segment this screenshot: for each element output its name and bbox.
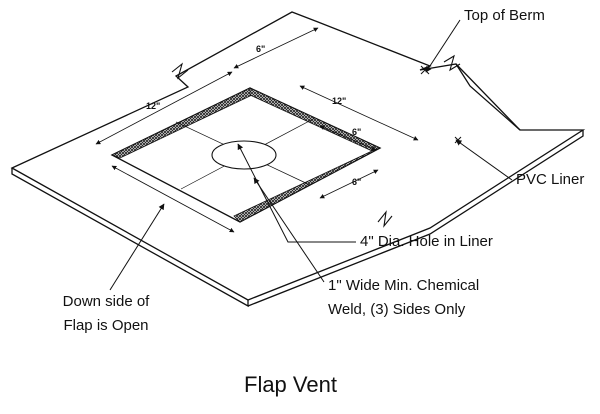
dim-top	[233, 27, 319, 69]
label-weld-line2: Weld, (3) Sides Only	[328, 301, 466, 318]
leader-pvc-liner	[455, 139, 513, 181]
dim-text-bottom: 6"	[352, 177, 362, 187]
dim-text-top: 6"	[256, 44, 266, 54]
berm-edge	[455, 63, 521, 131]
label-hole: 4" Dia. Hole in Liner	[360, 233, 493, 250]
label-down-line1: Down side of	[62, 293, 150, 310]
x-mark-berm	[420, 65, 430, 75]
liner-thickness-right	[247, 130, 584, 307]
dimension-lines	[95, 27, 419, 233]
break-mark-bottom	[377, 210, 393, 228]
dim-text-right-half: 6"	[352, 127, 362, 137]
liner-thickness-left	[11, 168, 249, 308]
dim-text-right: 12"	[332, 96, 347, 106]
label-pvc-liner: PVC Liner	[516, 171, 585, 188]
label-top-of-berm: Top of Berm	[464, 7, 545, 24]
x-mark-liner	[454, 136, 462, 144]
label-weld-line1: 1" Wide Min. Chemical	[328, 277, 480, 294]
leader-lines	[109, 19, 513, 291]
x-marks	[420, 65, 462, 144]
dim-right-half	[319, 125, 377, 151]
leader-hole	[237, 143, 356, 243]
break-mark-right	[443, 54, 461, 72]
dim-left	[95, 71, 233, 145]
leader-weld	[253, 177, 325, 283]
dim-right	[299, 85, 419, 141]
leader-top-of-berm	[425, 19, 461, 73]
label-down-line2: Flap is Open	[63, 317, 149, 334]
dim-front	[111, 165, 235, 233]
dim-text-left: 12"	[146, 101, 161, 111]
diagram-title: Flap Vent	[244, 372, 337, 397]
dim-bottom	[319, 169, 379, 199]
leader-down-side	[109, 203, 165, 291]
